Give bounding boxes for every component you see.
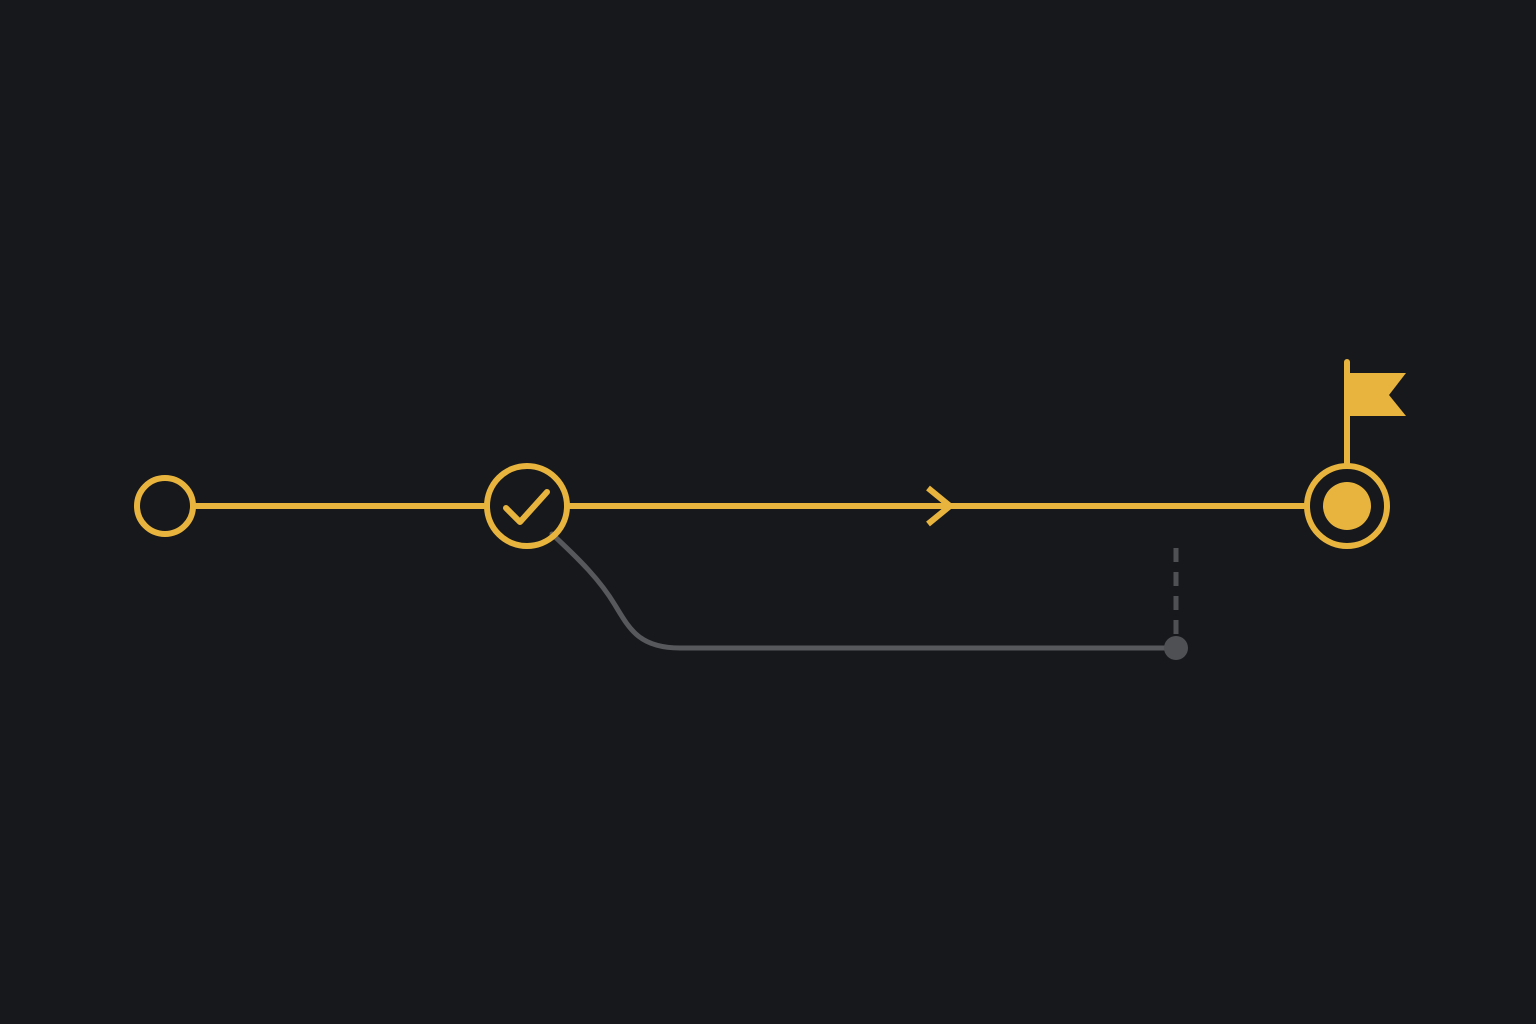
checkmark-icon	[503, 489, 550, 525]
arrow-right-icon	[926, 485, 955, 527]
checkpoint-node[interactable]	[484, 463, 570, 549]
branch-path	[549, 531, 1179, 651]
flag-icon	[1350, 373, 1406, 416]
branch-end-dot	[1164, 636, 1188, 660]
start-node[interactable]	[134, 475, 196, 537]
goal-filled-dot	[1323, 482, 1371, 530]
